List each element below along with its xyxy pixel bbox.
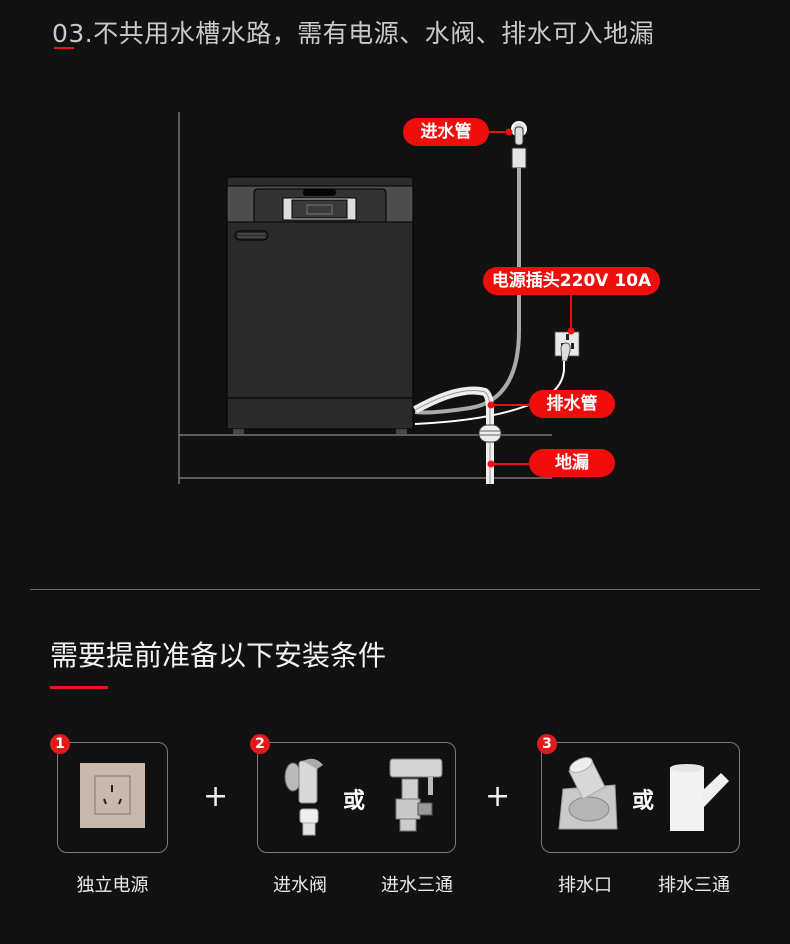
item-label-drain-tee: 排水三通 [658,875,730,896]
section-divider [30,589,760,590]
requirement-card-power [57,742,168,853]
step-badge-1: 1 [50,734,70,754]
callout-inlet-pipe: 进水管 [403,118,489,146]
or-text-2: 或 [343,789,366,814]
requirement-card-water-inlet: 或 [257,742,456,853]
wall-socket-icon [80,763,145,828]
title-accent-underline [54,47,74,49]
requirement-card-drain: 或 [541,742,740,853]
step-badge-2: 2 [250,734,270,754]
item-label-tee-valve: 进水三通 [381,875,453,896]
diagram-illustration [178,112,580,484]
plus-sign-1: + [203,779,229,814]
drain-tee-icon [670,764,729,831]
installation-diagram: 进水管 电源插头220V 10A 排水管 地漏 [0,100,790,500]
requirements-title: 需要提前准备以下安装条件 [50,639,387,672]
water-valve-icon [284,758,323,836]
page-title: 03.不共用水槽水路，需有电源、水阀、排水可入地漏 [52,19,655,48]
callout-power-plug: 电源插头220V 10A [483,267,660,295]
item-label-power: 独立电源 [76,875,149,896]
item-label-floor-drain: 排水口 [558,875,612,896]
dishwasher-icon [226,176,414,434]
step-badge-3: 3 [537,734,557,754]
tee-valve-icon [389,758,443,832]
callout-floor-drain: 地漏 [529,449,615,477]
callout-drain-pipe: 排水管 [529,390,615,418]
floor-drain-icon [558,757,618,830]
inlet-pipe-icon [414,121,527,415]
plus-sign-2: + [485,779,511,814]
or-text-3: 或 [632,789,655,814]
requirements-accent-underline [50,686,108,689]
item-label-water-valve: 进水阀 [273,875,327,896]
